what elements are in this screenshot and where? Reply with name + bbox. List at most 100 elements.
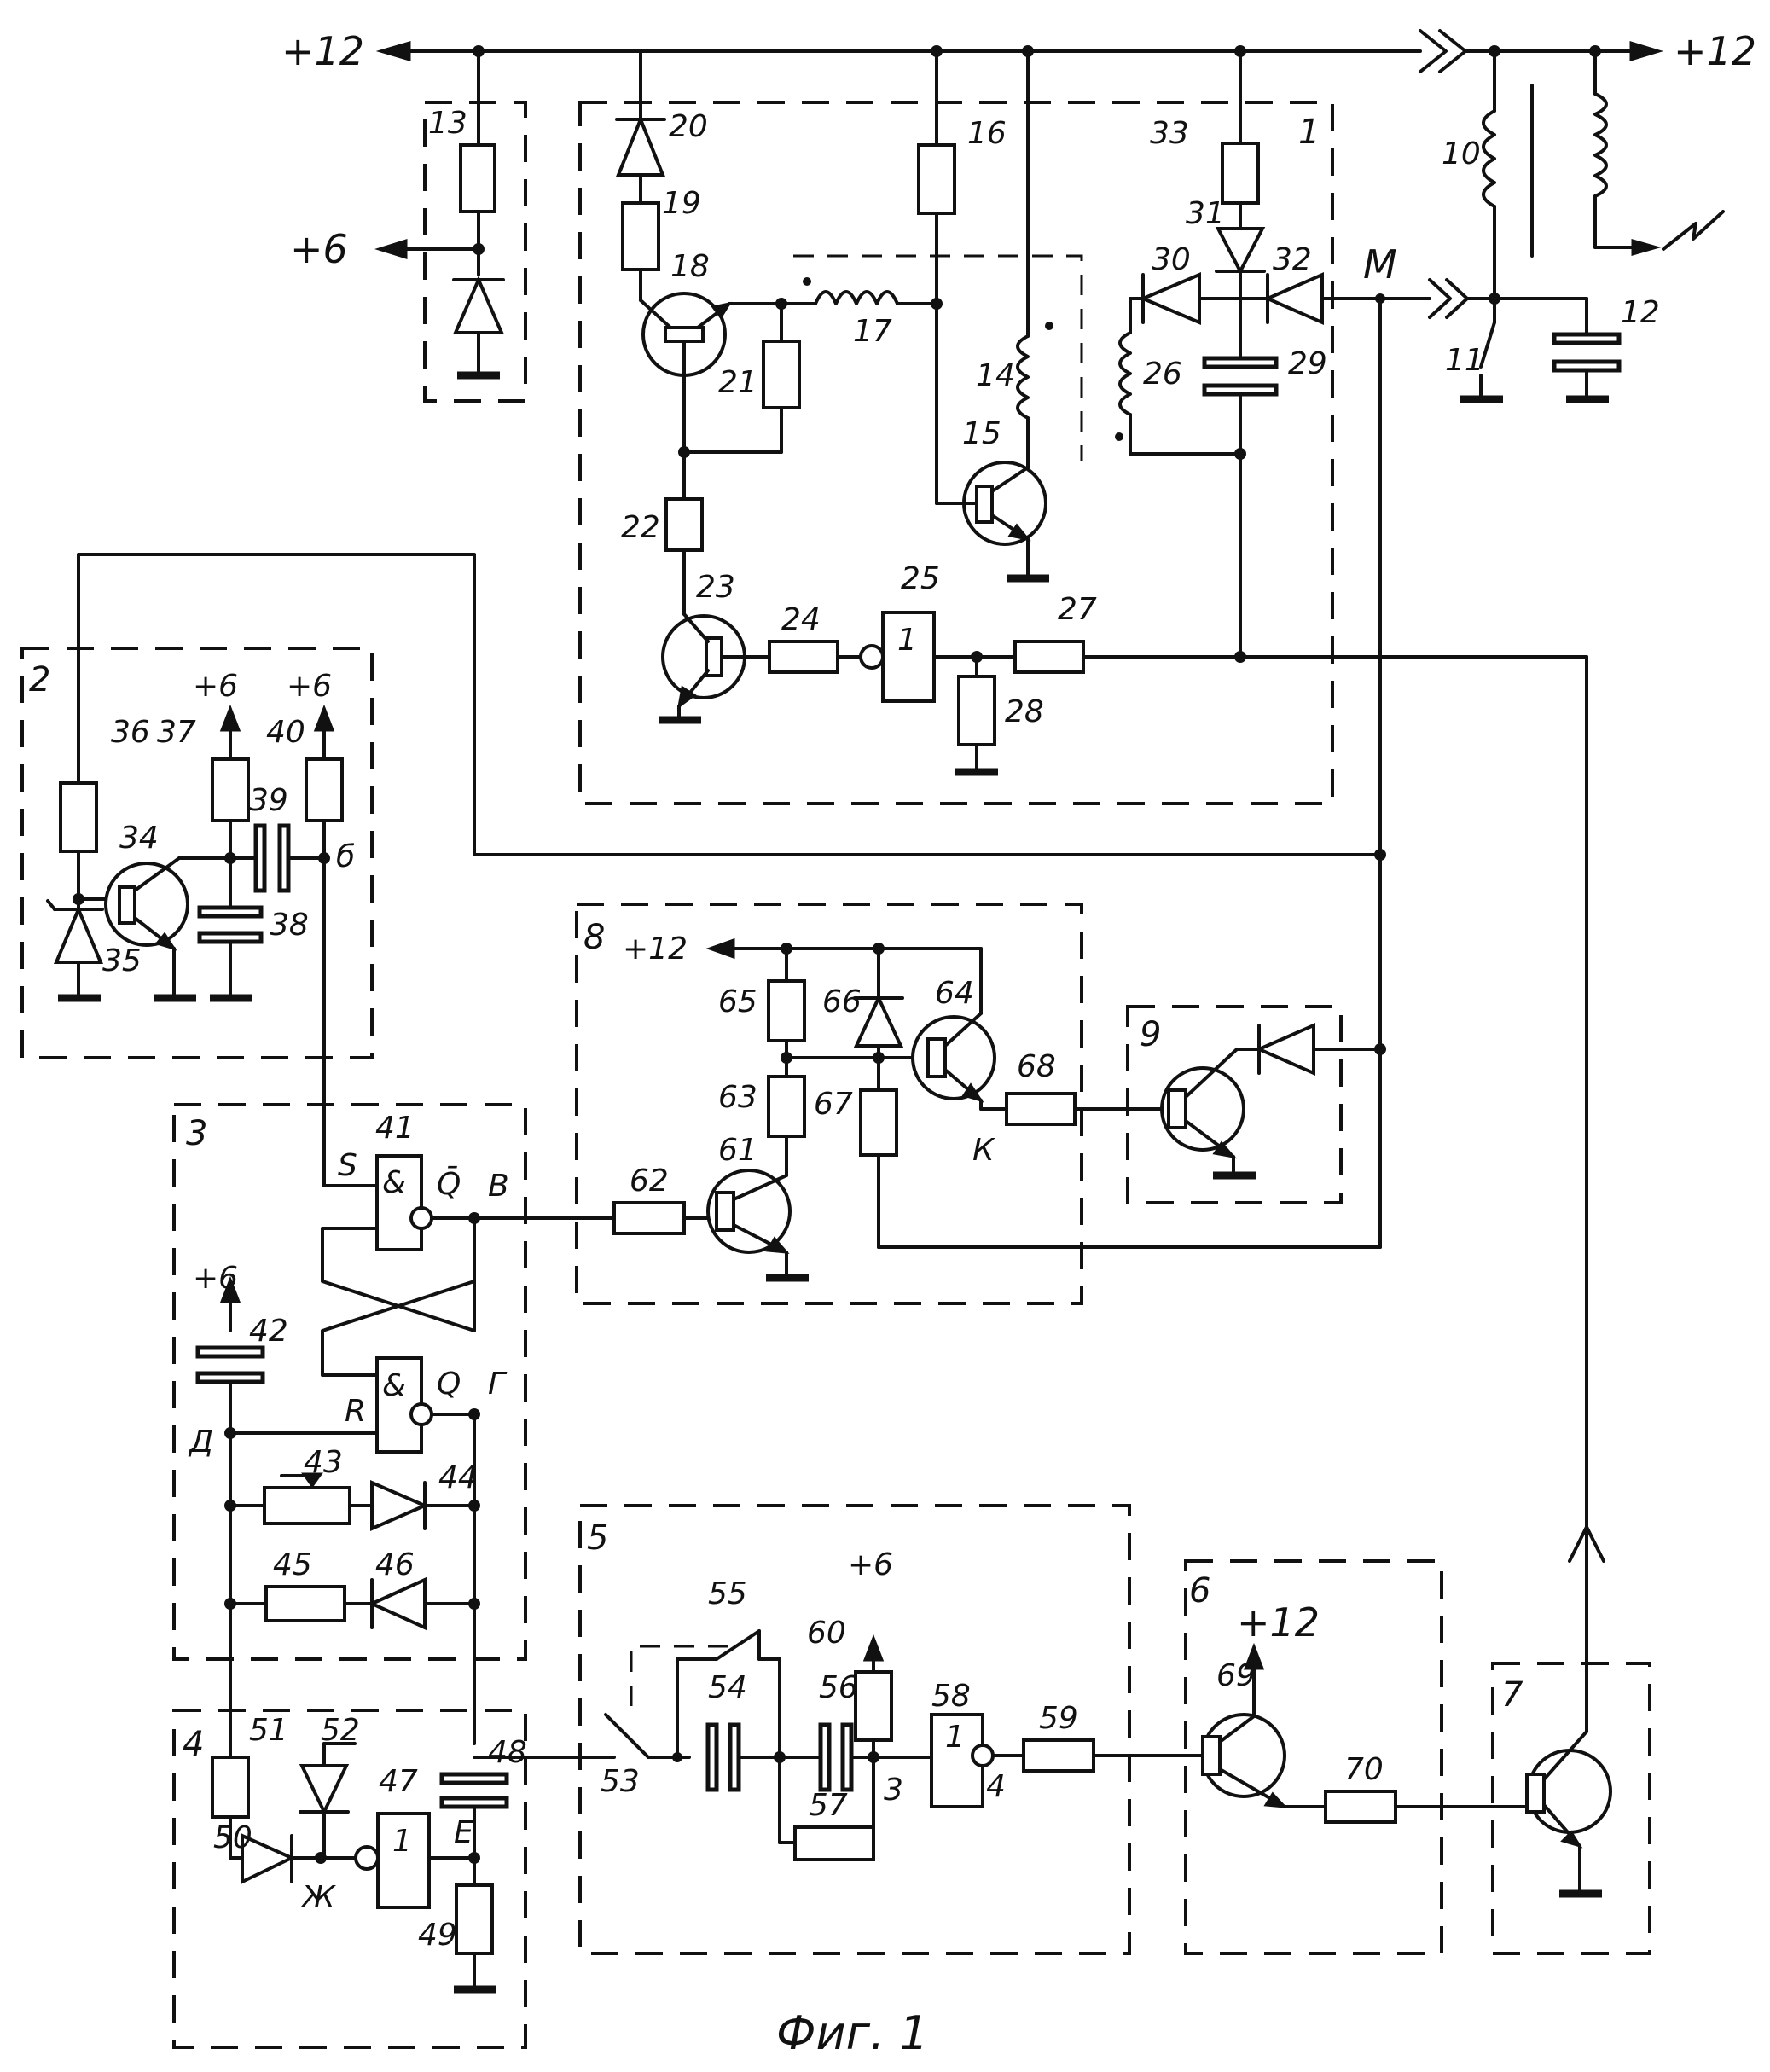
block-frames <box>22 102 1650 2047</box>
comp-61: 61 <box>718 1133 757 1168</box>
label-p6-60: +6 <box>848 1547 893 1582</box>
comp-22: 22 <box>621 510 660 545</box>
label-p12-left: +12 <box>281 28 364 74</box>
comp-53: 53 <box>601 1764 640 1799</box>
comp-64: 64 <box>935 976 974 1011</box>
node-3: 3 <box>884 1773 903 1808</box>
comp-17: 17 <box>853 314 892 349</box>
ignition-coil-circuit <box>1460 45 1723 399</box>
comp-12: 12 <box>1621 295 1660 330</box>
comp-60: 60 <box>807 1616 846 1651</box>
comp-25: 25 <box>901 561 940 596</box>
node-ZH: Ж <box>300 1880 337 1915</box>
comp-33: 33 <box>1150 116 1189 151</box>
comp-58: 58 <box>931 1679 971 1714</box>
gate-and-symbol-top: & <box>382 1165 406 1200</box>
comp-37: 37 <box>157 715 196 750</box>
comp-20: 20 <box>669 109 708 144</box>
comp-38: 38 <box>270 908 309 943</box>
comp-11: 11 <box>1445 343 1484 378</box>
block-1-circuit <box>617 45 1467 772</box>
comp-30: 30 <box>1152 242 1191 277</box>
pin-S: S <box>338 1148 357 1183</box>
comp-23: 23 <box>696 570 735 605</box>
comp-67: 67 <box>814 1087 853 1122</box>
power-labels: +12 +12 +6 +6 +6 +6 +6 +12 +12 <box>193 28 1756 1645</box>
block-9-circuit <box>1162 1025 1380 1175</box>
comp-18: 18 <box>670 249 710 284</box>
inverter-47-symbol: 1 <box>392 1824 412 1859</box>
label-p12-right: +12 <box>1674 28 1756 74</box>
block-2-circuit <box>48 708 377 1186</box>
comp-41: 41 <box>375 1111 415 1146</box>
comp-43: 43 <box>304 1445 343 1480</box>
comp-27: 27 <box>1058 592 1097 627</box>
comp-26: 26 <box>1143 357 1182 392</box>
comp-63: 63 <box>718 1080 757 1115</box>
comp-46: 46 <box>375 1547 415 1582</box>
block-label-8: 8 <box>583 918 605 957</box>
node-D: Д <box>188 1425 213 1460</box>
comp-32: 32 <box>1273 242 1312 277</box>
label-p6-37: +6 <box>193 669 238 704</box>
block-7-circuit <box>1527 1732 1610 1894</box>
comp-54: 54 <box>708 1670 747 1705</box>
comp-35: 35 <box>102 943 142 978</box>
node-b: б <box>336 839 355 874</box>
comp-62: 62 <box>630 1164 669 1199</box>
comp-44: 44 <box>438 1460 478 1495</box>
comp-57: 57 <box>809 1788 848 1823</box>
label-p6-13: +6 <box>290 226 348 272</box>
comp-51: 51 <box>249 1713 288 1748</box>
figure-caption: Фиг. 1 <box>776 2006 929 2060</box>
pin-Qbar: Q̄ <box>437 1165 461 1202</box>
block-label-6: 6 <box>1189 1571 1210 1611</box>
comp-47: 47 <box>379 1764 418 1799</box>
comp-39: 39 <box>249 783 288 818</box>
comp-66: 66 <box>822 984 862 1019</box>
comp-15: 15 <box>962 416 1001 451</box>
comp-10: 10 <box>1442 136 1481 171</box>
comp-36: 36 <box>111 715 150 750</box>
comp-69: 69 <box>1216 1658 1256 1693</box>
comp-50: 50 <box>213 1820 252 1855</box>
comp-40: 40 <box>266 715 305 750</box>
block-label-4: 4 <box>183 1725 204 1764</box>
block-label-7: 7 <box>1501 1675 1523 1715</box>
gate-and-symbol-bottom: & <box>382 1368 406 1403</box>
block-5-circuit <box>606 1631 1203 1860</box>
comp-16: 16 <box>967 116 1007 151</box>
label-p6-40: +6 <box>287 669 332 704</box>
comp-19: 19 <box>662 186 701 221</box>
node-4: 4 <box>986 1769 1006 1804</box>
comp-59: 59 <box>1039 1701 1078 1736</box>
node-E: Е <box>454 1815 473 1850</box>
label-p6-42: +6 <box>193 1261 238 1296</box>
comp-45: 45 <box>273 1547 312 1582</box>
node-K: К <box>972 1133 995 1168</box>
comp-31: 31 <box>1186 196 1225 231</box>
block-3-circuit <box>198 1156 614 1757</box>
comp-56: 56 <box>819 1670 858 1705</box>
label-p12-b6: +12 <box>1237 1599 1320 1645</box>
pin-Q: Q <box>437 1367 461 1402</box>
comp-13: 13 <box>428 106 467 141</box>
comp-52: 52 <box>321 1713 360 1748</box>
regulator-13 <box>379 45 503 375</box>
label-p12-b8: +12 <box>623 932 688 966</box>
comp-42: 42 <box>249 1314 288 1349</box>
comp-48: 48 <box>488 1735 527 1770</box>
node-B: В <box>488 1169 509 1204</box>
node-G: Г <box>488 1367 508 1402</box>
inverter-25-symbol: 1 <box>897 623 917 658</box>
top-power-rail <box>380 31 1659 72</box>
inverter-58-symbol: 1 <box>945 1720 965 1755</box>
comp-28: 28 <box>1005 694 1044 729</box>
block-label-2: 2 <box>29 660 50 699</box>
block-label-3: 3 <box>186 1114 207 1153</box>
comp-49: 49 <box>418 1918 457 1953</box>
comp-68: 68 <box>1017 1049 1056 1084</box>
comp-65: 65 <box>718 984 757 1019</box>
comp-21: 21 <box>718 365 757 400</box>
